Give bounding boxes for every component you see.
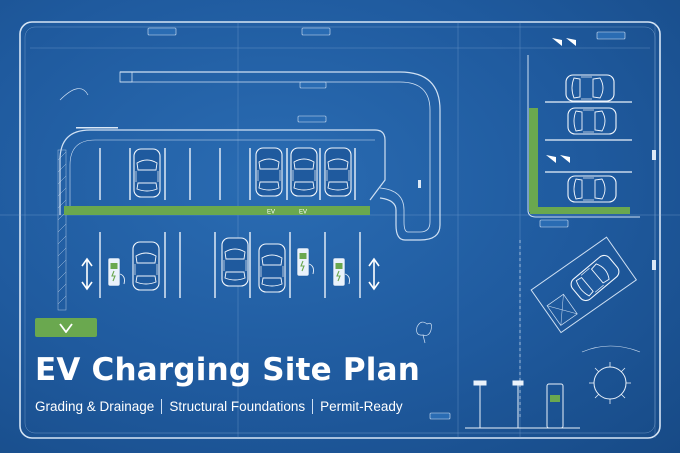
green-curb [529,108,538,212]
drawing-border [19,21,661,439]
car-icon [324,147,352,197]
car-icon [255,147,283,197]
car-icon [221,237,249,287]
page-title: EV Charging Site Plan [35,352,420,388]
checkmark-icon [59,322,73,333]
compass-icon [589,362,631,404]
car-icon [132,241,160,291]
car-icon [133,148,161,198]
checkmark-badge [35,318,97,337]
ev-charger-icon [107,257,126,287]
double-arrow-icon [368,258,380,290]
service-permit: Permit-Ready [320,399,403,414]
service-foundations: Structural Foundations [169,399,306,414]
ev-strip-label-1: EV [267,210,275,216]
tree-icon [416,321,432,344]
car-icon [567,107,617,135]
car-icon [565,74,615,102]
ev-charger-icon [296,247,315,277]
ev-strip-label-2: EV [299,210,307,216]
ev-charger-icon [332,257,351,287]
lot-outline [59,129,386,215]
car-icon [258,243,286,293]
car-icon [567,175,617,203]
divider [312,399,314,414]
divider [161,399,163,414]
double-arrow-icon [81,258,93,290]
services-list: Grading & Drainage Structural Foundation… [35,399,403,414]
access-road [120,71,441,241]
ev-strip [64,206,370,215]
service-grading: Grading & Drainage [35,399,155,414]
car-icon [290,147,318,197]
